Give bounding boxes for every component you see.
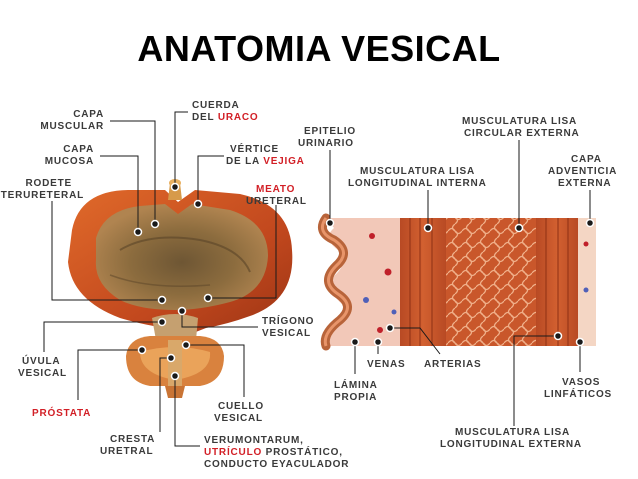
label-verumontanum-3: CONDUCTO EYACULADOR xyxy=(204,459,349,470)
label-meato: MEATO xyxy=(256,184,295,195)
cresta-pointer xyxy=(166,353,176,363)
label-rodete: RODETE xyxy=(26,178,72,189)
meato-pointer xyxy=(203,293,213,303)
label-capa-muscular-2: MUSCULAR xyxy=(40,121,104,132)
label-vasos: VASOS xyxy=(562,377,600,388)
label-long-externa-2: LONGITUDINAL EXTERNA xyxy=(440,439,582,450)
label-lamina-2: PROPIA xyxy=(334,392,377,403)
label-adventicia: CAPA xyxy=(571,154,602,165)
label-lamina: LÁMINA xyxy=(334,378,378,391)
label-cuerda: CUERDA xyxy=(192,100,240,111)
label-epitelio-2: URINARIO xyxy=(298,138,354,149)
label-cuerda-2: DEL URACO xyxy=(192,112,258,123)
label-cuello: CUELLO xyxy=(218,401,264,412)
labels: CAPA MUSCULAR CAPA MUCOSA RODETE INTERUR… xyxy=(0,100,617,470)
cuello-pointer xyxy=(181,340,191,350)
long-interna-pointer xyxy=(423,223,433,233)
cuerda-uraco-pointer xyxy=(170,182,180,192)
vertice-pointer xyxy=(193,199,203,209)
label-long-interna: MUSCULATURA LISA xyxy=(360,166,475,177)
label-epitelio: EPITELIO xyxy=(304,126,356,137)
label-vertice: VÉRTICE xyxy=(230,142,279,155)
label-trigono: TRÍGONO xyxy=(262,314,314,327)
uvula-pointer xyxy=(157,317,167,327)
label-circular-2: CIRCULAR EXTERNA xyxy=(464,128,580,139)
label-venas: VENAS xyxy=(367,359,405,370)
venas-pointer xyxy=(373,337,383,347)
label-uvula-2: VESICAL xyxy=(18,368,67,379)
adventicia-pointer xyxy=(585,218,595,228)
label-capa-mucosa: CAPA xyxy=(63,144,94,155)
trigono-pointer xyxy=(177,306,187,316)
capa-mucosa-pointer xyxy=(133,227,143,237)
epitelio-pointer xyxy=(325,218,335,228)
label-long-interna-2: LONGITUDINAL INTERNA xyxy=(348,178,487,189)
bladder-wall-section xyxy=(317,213,596,351)
long-externa-pointer xyxy=(553,331,563,341)
label-prostata: PRÓSTATA xyxy=(32,406,91,419)
label-cuello-2: VESICAL xyxy=(214,413,263,424)
vasos-pointer xyxy=(575,337,585,347)
circular-externa-pointer xyxy=(514,223,524,233)
capa-muscular-pointer xyxy=(150,219,160,229)
label-cresta: CRESTA xyxy=(110,434,155,445)
label-meato-2: URETERAL xyxy=(246,196,307,207)
label-vertice-2: DE LA VEJIGA xyxy=(226,156,305,167)
label-adventicia-2: ADVENTICIA xyxy=(548,166,617,177)
label-verumontanum-2: UTRÍCULO PROSTÁTICO, xyxy=(204,445,343,458)
label-verumontanum: VERUMONTARUM, xyxy=(204,435,304,446)
label-vasos-2: LINFÁTICOS xyxy=(544,387,612,400)
label-rodete-2: INTERURETERAL xyxy=(0,190,84,201)
label-arterias: ARTERIAS xyxy=(424,359,482,370)
label-long-externa: MUSCULATURA LISA xyxy=(455,427,570,438)
label-capa-mucosa-2: MUCOSA xyxy=(45,156,94,167)
prostata-pointer xyxy=(137,345,147,355)
page-title: ANATOMIA VESICAL xyxy=(137,28,501,69)
label-uvula: ÚVULA xyxy=(22,354,60,367)
leader-lines xyxy=(43,111,595,447)
label-adventicia-3: EXTERNA xyxy=(558,178,611,189)
label-circular: MUSCULATURA LISA xyxy=(462,116,577,127)
label-trigono-2: VESICAL xyxy=(262,328,311,339)
arterias-pointer xyxy=(385,323,395,333)
rodete-pointer xyxy=(157,295,167,305)
bladder-illustration xyxy=(68,179,293,398)
verumontanum-pointer xyxy=(170,371,180,381)
label-capa-muscular: CAPA xyxy=(73,109,104,120)
label-cresta-2: URETRAL xyxy=(100,446,153,457)
lamina-pointer xyxy=(350,337,360,347)
